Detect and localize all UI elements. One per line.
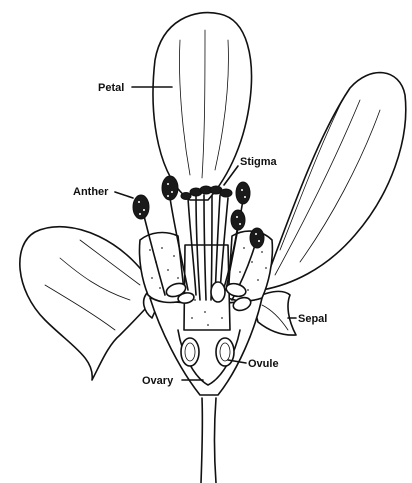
label-ovary: Ovary [142, 375, 174, 387]
anther-leader [115, 192, 133, 198]
top-petal [153, 13, 251, 200]
label-ovule: Ovule [248, 358, 279, 370]
label-anther: Anther [73, 186, 109, 198]
stem [201, 398, 216, 483]
right-petal [262, 73, 406, 290]
label-petal: Petal [98, 82, 124, 94]
label-sepal: Sepal [298, 313, 327, 325]
label-stigma: Stigma [240, 156, 278, 168]
ovule-left [181, 338, 199, 366]
left-petal [20, 227, 158, 380]
ovule-right [216, 338, 234, 366]
